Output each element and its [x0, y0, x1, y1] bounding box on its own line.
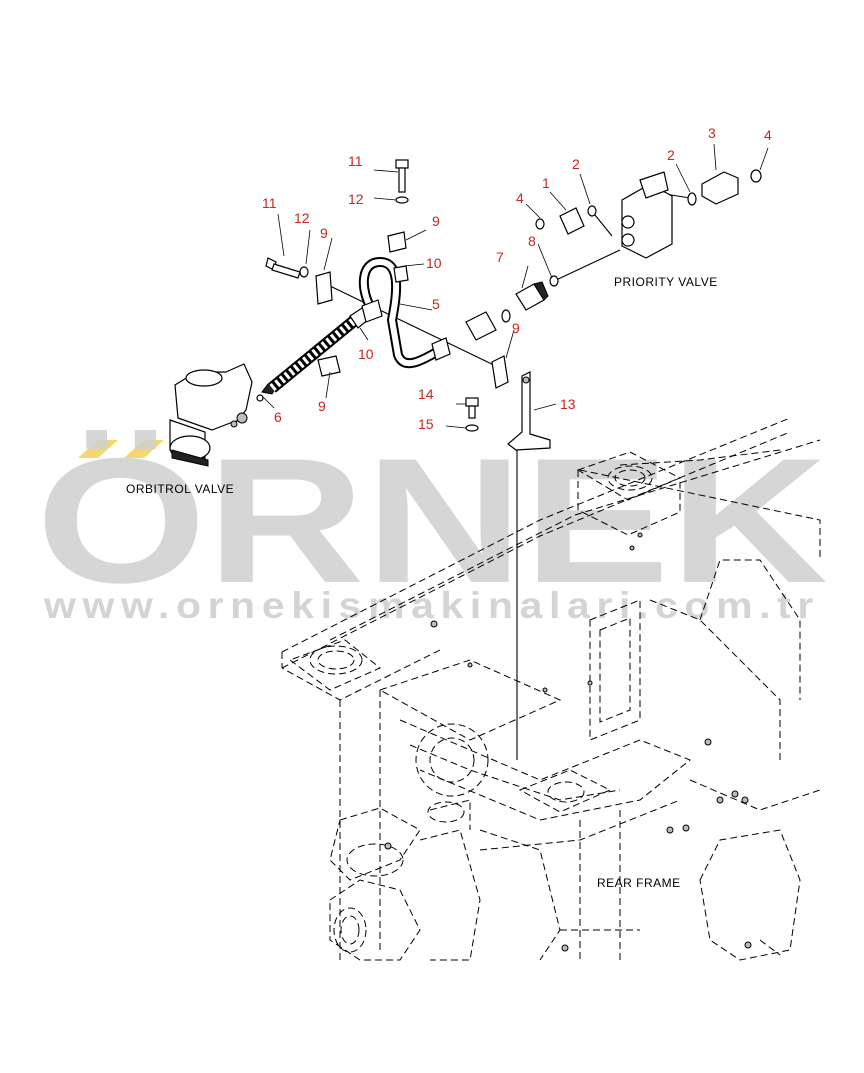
callout-11-top: 11 [348, 153, 363, 169]
callouts: 1 2 2 3 4 4 5 6 7 8 9 9 9 9 10 10 11 11 … [262, 125, 772, 432]
orbitrol-valve-caption: ORBITROL VALVE [126, 482, 234, 496]
callout-leaders [261, 143, 769, 429]
clamps [315, 231, 509, 389]
rear-frame [281, 417, 821, 961]
callout-7: 7 [496, 249, 504, 265]
callout-5: 5 [432, 296, 440, 312]
bracket-13 [507, 371, 551, 451]
callout-14: 14 [418, 386, 434, 402]
callout-12-left: 12 [294, 210, 310, 226]
callout-8: 8 [528, 233, 536, 249]
callout-9-right: 9 [512, 320, 520, 336]
callout-3: 3 [708, 125, 716, 141]
callout-9-upper-right: 9 [432, 213, 440, 229]
watermark-url: www.ornekismakinalari.com.tr [43, 585, 820, 626]
callout-4-left: 4 [516, 190, 524, 206]
hose-left [256, 307, 371, 402]
callout-2-left: 2 [572, 156, 580, 172]
callout-10-lower: 10 [358, 346, 374, 362]
callout-13: 13 [560, 396, 576, 412]
callout-11-left: 11 [262, 195, 277, 211]
callout-10-upper: 10 [426, 255, 442, 271]
callout-9-lower: 9 [318, 398, 326, 414]
watermark-brand: ÖRNEK [36, 421, 828, 620]
callout-9-upper-left: 9 [320, 225, 328, 241]
priority-valve-caption: PRIORITY VALVE [614, 275, 718, 289]
hose-5 [358, 256, 451, 369]
callout-2-right: 2 [667, 147, 675, 163]
callout-6: 6 [274, 409, 282, 425]
rear-frame-caption: REAR FRAME [597, 876, 681, 890]
orbitrol-valve [169, 363, 253, 467]
watermark-accent-left [78, 440, 118, 458]
bolts-washers [265, 159, 479, 432]
callout-1: 1 [542, 175, 550, 191]
assembly-lines [329, 193, 691, 760]
callout-15: 15 [418, 416, 434, 432]
fittings [465, 275, 559, 341]
priority-valve [535, 169, 762, 259]
watermark-accent-right [124, 440, 164, 458]
watermark: ÖRNEK www.ornekismakinalari.com.tr [36, 421, 828, 626]
callout-12-top: 12 [348, 191, 364, 207]
callout-4-right: 4 [764, 127, 772, 143]
